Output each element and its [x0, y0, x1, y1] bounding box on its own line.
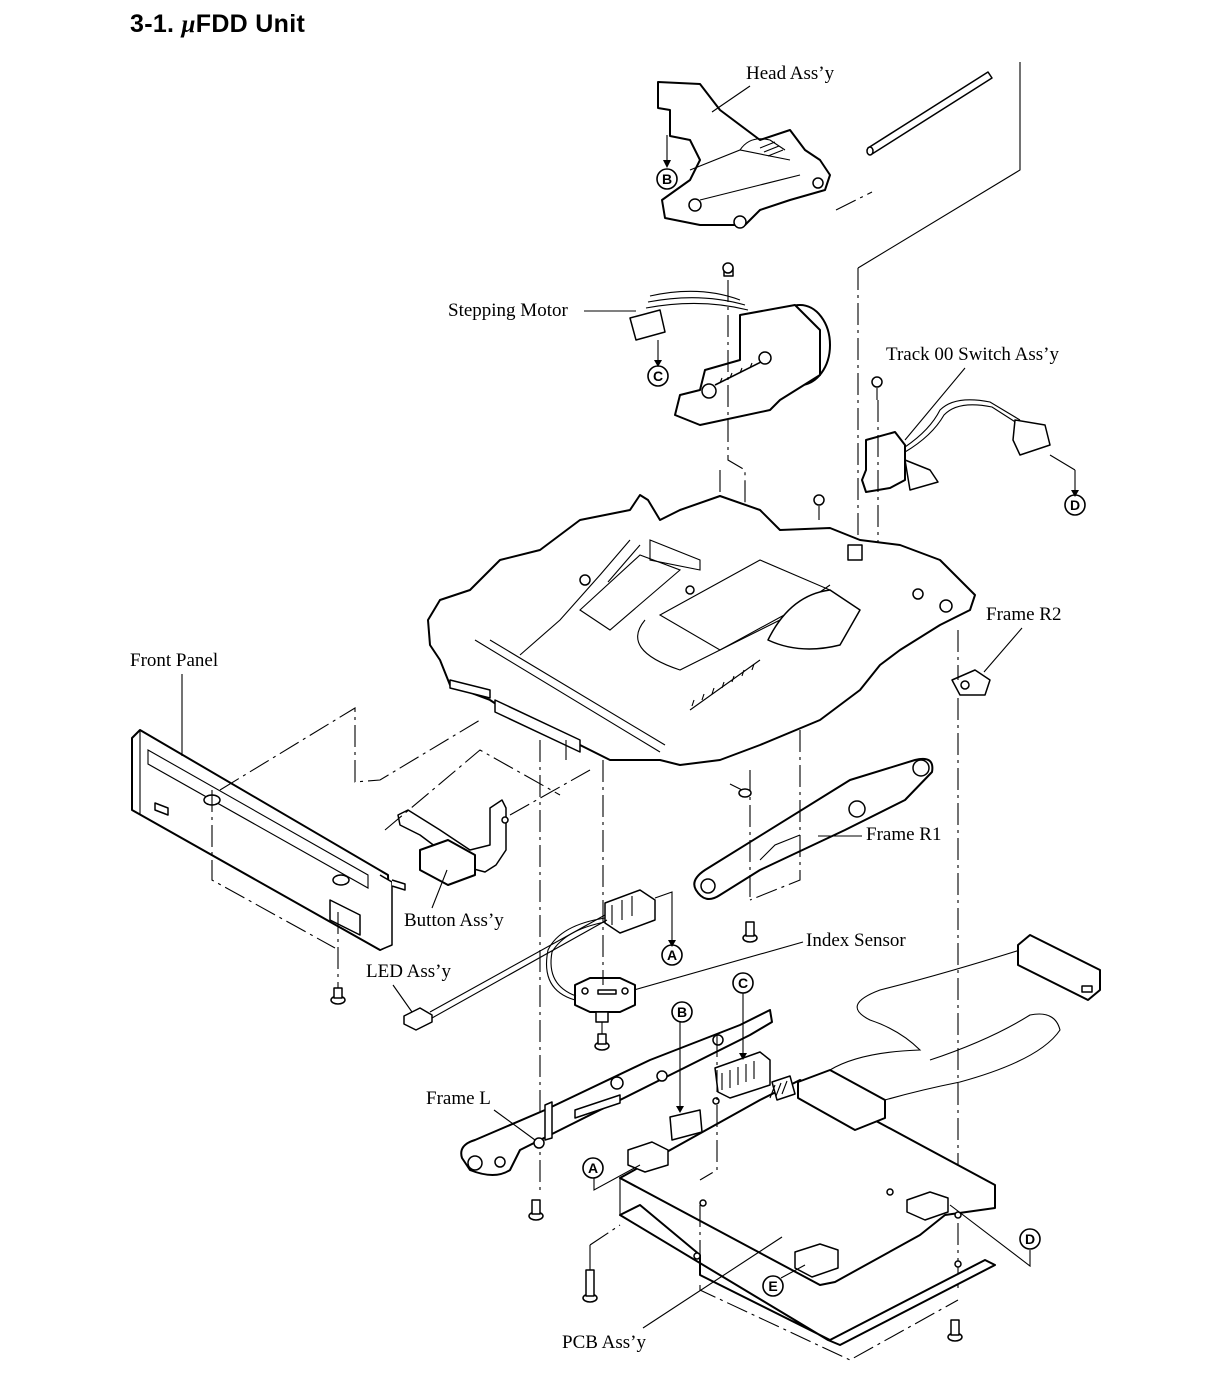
index-sensor [574, 977, 636, 1023]
screw-pcb-left [582, 1269, 598, 1303]
screw-frame-l [528, 1199, 544, 1221]
screw-front-panel [330, 987, 346, 1005]
frame-r2 [951, 669, 991, 696]
stepping-motor [629, 262, 831, 426]
label-led-assy: LED Ass’y [366, 961, 451, 982]
head-assembly [657, 81, 831, 229]
label-frame-r2: Frame R2 [986, 604, 1061, 625]
callout-a-connector: A [661, 944, 683, 966]
svg-text:C: C [738, 975, 748, 991]
callout-c-motor: C [647, 365, 669, 387]
index-sensor-connector [604, 889, 656, 934]
led-assembly [403, 914, 608, 1031]
screw-chassis [729, 783, 752, 798]
label-stepping-motor: Stepping Motor [448, 300, 568, 321]
label-button-assy: Button Ass’y [404, 910, 504, 931]
guide-rod [866, 71, 993, 156]
label-index-sensor: Index Sensor [806, 930, 906, 951]
pcb-assembly [619, 1051, 996, 1346]
screw-frame-r1 [742, 921, 758, 943]
svg-text:B: B [662, 171, 672, 187]
section-number: 3-1. [130, 10, 175, 38]
label-head-assy: Head Ass’y [746, 63, 835, 84]
label-track-00-switch: Track 00 Switch Ass’y [886, 344, 1059, 365]
label-front-panel: Front Panel [130, 650, 218, 671]
callout-c-board: C [732, 972, 754, 994]
screw-pcb-right [947, 1319, 963, 1342]
frame-l [460, 1009, 773, 1176]
button-assembly [397, 799, 509, 886]
mu-symbol: μ [181, 11, 196, 38]
callout-b-board: B [671, 1001, 693, 1023]
track-00-switch-assembly [861, 376, 1051, 493]
label-frame-l: Frame L [426, 1088, 491, 1109]
svg-text:E: E [768, 1278, 777, 1294]
callout-d-switch: D [1064, 494, 1086, 516]
callout-e-board: E [762, 1275, 784, 1297]
ribbon-cable [797, 934, 1101, 1131]
svg-text:C: C [653, 368, 663, 384]
svg-text:D: D [1025, 1231, 1035, 1247]
front-panel [131, 729, 406, 951]
callout-a-board: A [582, 1157, 604, 1179]
callout-d-board: D [1019, 1228, 1041, 1250]
unit-name: FDD Unit [195, 10, 306, 38]
svg-text:B: B [677, 1004, 687, 1020]
main-chassis [427, 494, 976, 766]
svg-text:A: A [667, 947, 677, 963]
screw-index-sensor [594, 1033, 610, 1051]
callout-b-head: B [656, 168, 678, 190]
label-frame-r1: Frame R1 [866, 824, 941, 845]
svg-text:D: D [1070, 497, 1080, 513]
svg-text:A: A [588, 1160, 598, 1176]
frame-r1 [693, 757, 934, 900]
label-pcb-assy: PCB Ass’y [562, 1332, 646, 1353]
page-title: 3-1. μFDD Unit [130, 10, 305, 39]
